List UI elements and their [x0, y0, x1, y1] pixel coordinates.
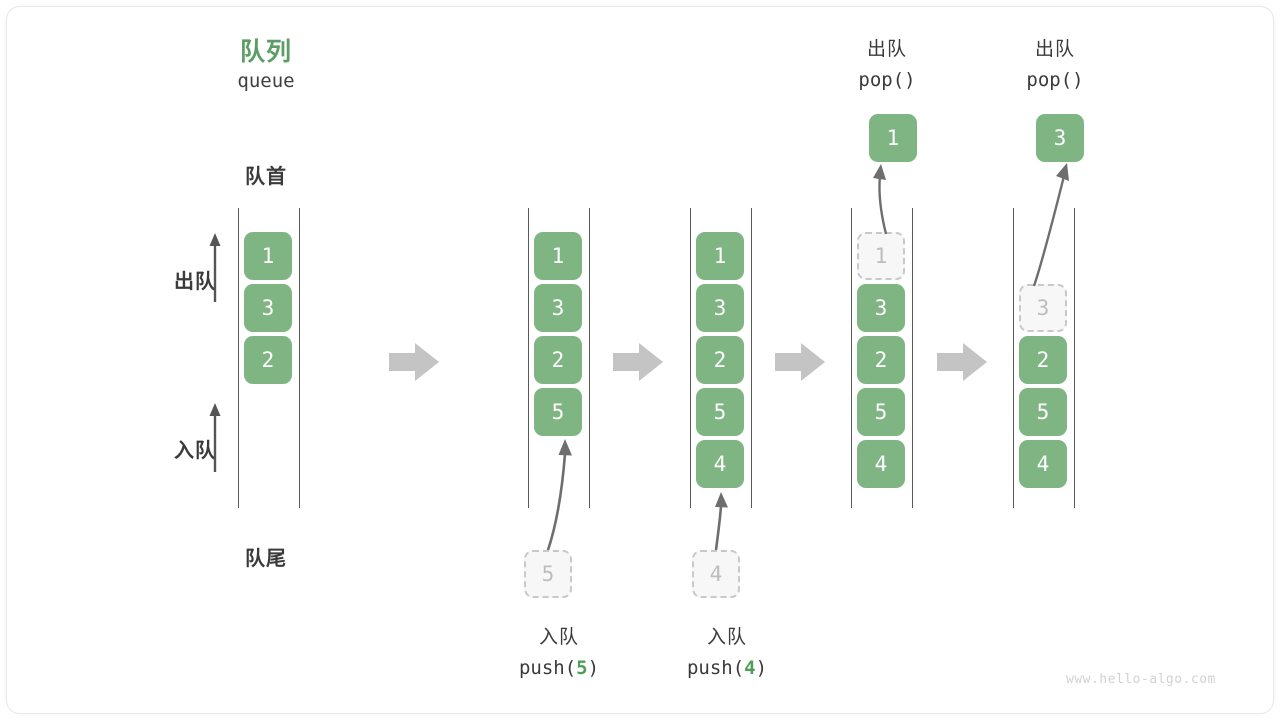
queue-column-after-pop-1: 1 3 2 5 4: [857, 232, 905, 488]
queue-cell-removed: 3: [1019, 284, 1067, 332]
queue-cell: 2: [1019, 336, 1067, 384]
queue-cell: 2: [244, 336, 292, 384]
pending-element-4: 4: [692, 550, 740, 598]
flow-arrow-icon-2: [613, 343, 663, 381]
push-4-label-cn: 入队: [706, 627, 747, 648]
queue-cell: 1: [534, 232, 582, 280]
queue-cell: 1: [244, 232, 292, 280]
push-5-arrow-icon: [546, 439, 572, 551]
flow-arrow-icon-1: [389, 343, 439, 381]
queue-rail-left-col4: [851, 208, 852, 508]
pop-3-label-cn: 出队: [1034, 39, 1075, 60]
queue-cell: 3: [244, 284, 292, 332]
queue-cell: 5: [696, 388, 744, 436]
push-5-code-suffix: ): [587, 657, 600, 679]
queue-rail-left-col5: [1013, 208, 1014, 508]
queue-rail-right-col2: [589, 208, 590, 508]
push-5-code-prefix: push(: [518, 657, 577, 679]
flow-arrow-icon-4: [937, 343, 987, 381]
push-4-label-code: push(4): [662, 657, 792, 679]
push-4-code-suffix: ): [755, 657, 768, 679]
pop-3-arrow-icon: [1032, 163, 1069, 287]
queue-rail-left-col3: [690, 208, 691, 508]
queue-column-after-push-4: 1 3 2 5 4: [696, 232, 744, 488]
watermark: www.hello-algo.com: [1066, 672, 1216, 687]
queue-cell: 2: [534, 336, 582, 384]
diagram-title-en: queue: [237, 70, 295, 92]
push-5-label-cn: 入队: [538, 627, 579, 648]
push-5-label-code: push(5): [494, 657, 624, 679]
popped-element-1: 1: [869, 114, 917, 162]
pop-1-label-code: pop(): [858, 69, 916, 91]
queue-head-label: 队首: [245, 166, 287, 188]
queue-rail-right-col4: [912, 208, 913, 508]
queue-cell: 2: [857, 336, 905, 384]
queue-rail-right-col5: [1074, 208, 1075, 508]
queue-column-after-pop-3: 3 2 5 4: [1019, 232, 1067, 488]
push-5-code-value: 5: [576, 657, 588, 679]
push-4-arrow-icon: [714, 492, 728, 551]
queue-column-after-push-5: 1 3 2 5: [534, 232, 582, 436]
queue-cell: 3: [696, 284, 744, 332]
push-4-code-value: 4: [744, 657, 756, 679]
queue-cell: 5: [1019, 388, 1067, 436]
queue-rail-right-col3: [751, 208, 752, 508]
pop-3-label-code: pop(): [1026, 69, 1084, 91]
popped-element-3: 3: [1036, 114, 1084, 162]
enqueue-direction-arrow-icon: [209, 403, 221, 472]
queue-tail-label: 队尾: [245, 548, 287, 570]
queue-cell: 4: [1019, 440, 1067, 488]
queue-rail-left-col1: [238, 208, 239, 508]
flow-arrow-icon-3: [775, 343, 825, 381]
queue-cell: 4: [696, 440, 744, 488]
diagram-title-cn: 队列: [239, 38, 292, 66]
enqueue-side-label: 入队: [174, 440, 216, 462]
queue-cell: 5: [534, 388, 582, 436]
push-4-code-prefix: push(: [686, 657, 745, 679]
queue-rail-left-col2: [528, 208, 529, 508]
queue-cell: 3: [534, 284, 582, 332]
dequeue-direction-arrow-icon: [209, 233, 221, 302]
queue-column-initial: 1 3 2: [244, 232, 292, 384]
queue-cell: 2: [696, 336, 744, 384]
queue-cell-removed: 1: [857, 232, 905, 280]
pop-1-arrow-icon: [873, 164, 888, 235]
queue-cell: 3: [857, 284, 905, 332]
queue-cell: 4: [857, 440, 905, 488]
pending-element-5: 5: [524, 550, 572, 598]
queue-cell: 5: [857, 388, 905, 436]
queue-rail-right-col1: [299, 208, 300, 508]
pop-1-label-cn: 出队: [866, 39, 907, 60]
queue-cell: 1: [696, 232, 744, 280]
dequeue-side-label: 出队: [174, 271, 216, 293]
